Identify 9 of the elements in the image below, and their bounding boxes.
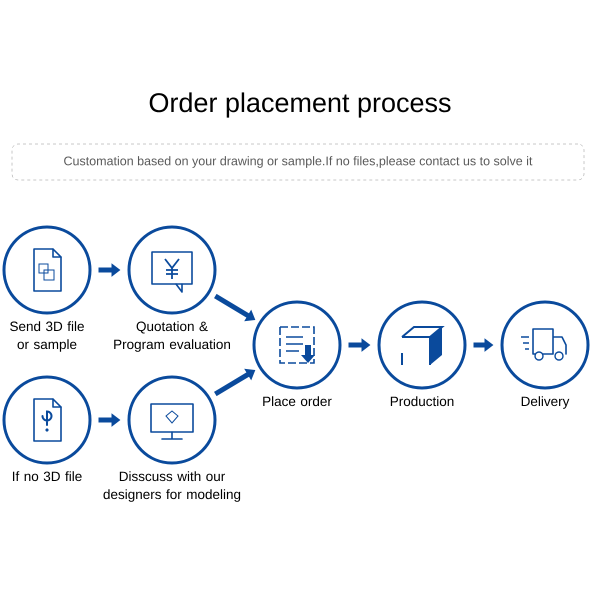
step-label: Place order [263,396,332,406]
note-box: Customation based on your drawing or sample.If no files,please contact us to solve it [12,144,584,180]
step-label: Delivery [522,396,570,409]
step-label: If no 3D file [12,471,82,482]
step-label: Disscuss with our designers for modeling [104,471,240,502]
title: Order placement process [150,92,451,118]
step-label: Production [390,396,454,406]
step-label: Quotation & Program evaluation [114,321,230,352]
step-label: Send 3D file or sample [10,321,84,352]
